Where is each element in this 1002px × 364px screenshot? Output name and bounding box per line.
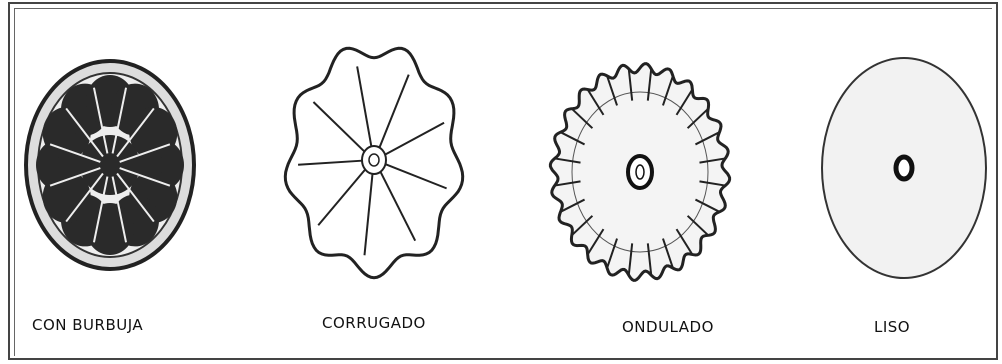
label-ondulado: ONDULADO [622, 318, 714, 336]
label-con-burbuja: CON BURBUJA [32, 316, 143, 334]
wavy-plate-icon [550, 64, 729, 281]
label-liso: LISO [874, 318, 910, 336]
smooth-plate-icon [822, 58, 986, 278]
corrugated-plate-icon [285, 48, 462, 277]
label-corrugado: CORRUGADO [322, 314, 426, 332]
bubble-plate-icon [26, 61, 194, 269]
